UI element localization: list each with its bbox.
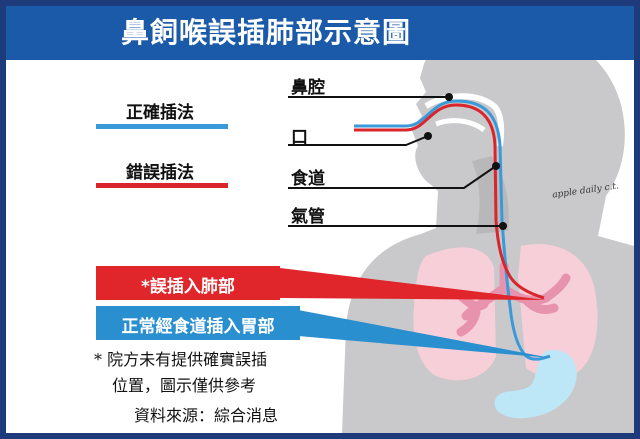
- legend-wrong-line: [96, 183, 228, 188]
- label-nasal-cavity: 鼻腔: [291, 78, 325, 98]
- nasal-passage: [424, 93, 505, 147]
- stomach: [494, 350, 577, 419]
- note-line-2: 位置，圖示僅供參考: [112, 376, 257, 395]
- label-trachea: 氣管: [291, 207, 325, 227]
- legend-correct-label: 正確插法: [126, 103, 194, 123]
- wrong-tube-path: [354, 103, 545, 300]
- anatomy-illustration: [96, 25, 634, 433]
- stomach-callout-box: [96, 306, 300, 340]
- diagram-frame: 鼻飼喉誤插肺部示意圖 正確插法 錯誤插法 鼻腔 口 食道 氣管 *誤插入肺部 正…: [6, 6, 634, 433]
- note-line-1: * 院方未有提供確實誤插: [94, 350, 268, 369]
- dot-trachea: [499, 222, 507, 230]
- lung-callout-pointer: [280, 268, 546, 300]
- leader-mouth: [288, 135, 429, 146]
- palate: [435, 118, 486, 133]
- legend-wrong-label: 錯誤插法: [126, 163, 194, 183]
- lung-callout-box: [96, 266, 280, 300]
- page-title: 鼻飼喉誤插肺部示意圖: [120, 16, 411, 49]
- legend-correct-line: [96, 124, 228, 129]
- right-lung: [518, 243, 598, 378]
- dot-mouth: [424, 132, 432, 140]
- lung-callout-text: *誤插入肺部: [141, 277, 235, 297]
- left-lung: [413, 247, 496, 381]
- source-note: 資料來源：綜合消息: [134, 406, 279, 425]
- stomach-callout-text: 正常經食道插入胃部: [121, 317, 275, 337]
- label-esophagus: 食道: [291, 169, 325, 189]
- leader-esophagus: [288, 165, 497, 189]
- title-bar: 鼻飼喉誤插肺部示意圖: [6, 6, 634, 60]
- label-mouth: 口: [291, 128, 308, 148]
- correct-tube-path: [354, 99, 551, 361]
- stomach-callout-pointer: [298, 310, 551, 358]
- dot-nasal: [445, 93, 453, 101]
- dot-esophagus: [492, 162, 500, 170]
